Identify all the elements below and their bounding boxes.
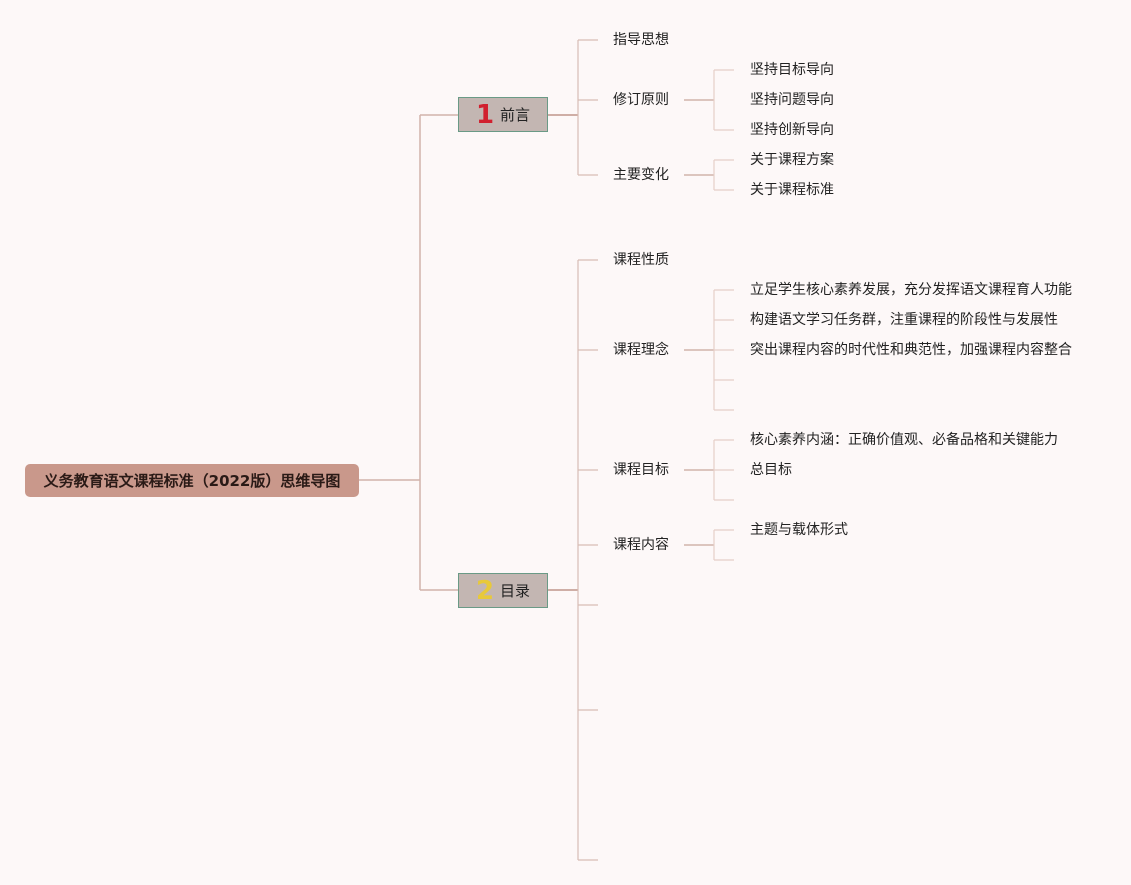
subtopic-core-literacy-development[interactable]: 立足学生核心素养发展，充分发挥语文课程育人功能 [750,282,1072,298]
subtopic-core-literacy-connotation[interactable]: 核心素养内涵：正确价值观、必备品格和关键能力 [750,432,1058,448]
topic-revision-principles[interactable]: 修订原则 [613,92,669,108]
subtopic-about-curriculum-plan[interactable]: 关于课程方案 [750,152,834,168]
branch-label-contents: 目录 [500,582,531,600]
branch-node-contents[interactable]: 2 目录 [458,573,548,608]
topic-curriculum-nature[interactable]: 课程性质 [613,252,669,268]
subtopic-content-integration[interactable]: 突出课程内容的时代性和典范性，加强课程内容整合 [750,342,1072,358]
subtopic-learning-task-groups[interactable]: 构建语文学习任务群，注重课程的阶段性与发展性 [750,312,1058,328]
subtopic-goal-oriented[interactable]: 坚持目标导向 [750,62,834,78]
branch-number-2: 2 [475,575,495,606]
topic-guiding-ideology[interactable]: 指导思想 [613,32,669,48]
subtopic-problem-oriented[interactable]: 坚持问题导向 [750,92,834,108]
topic-major-changes[interactable]: 主要变化 [613,167,669,183]
branch-node-preface[interactable]: 1 前言 [458,97,548,132]
subtopic-about-curriculum-standard[interactable]: 关于课程标准 [750,182,834,198]
branch-label-preface: 前言 [500,106,531,124]
root-node[interactable]: 义务教育语文课程标准（2022版）思维导图 [25,464,359,497]
subtopic-innovation-oriented[interactable]: 坚持创新导向 [750,122,834,138]
subtopic-themes-and-carriers[interactable]: 主题与载体形式 [750,522,848,538]
topic-curriculum-content[interactable]: 课程内容 [613,537,669,553]
subtopic-overall-goals[interactable]: 总目标 [750,462,792,478]
branch-number-1: 1 [475,99,495,130]
topic-curriculum-philosophy[interactable]: 课程理念 [613,342,669,358]
root-title: 义务教育语文课程标准（2022版）思维导图 [43,472,341,490]
topic-curriculum-goals[interactable]: 课程目标 [613,462,669,478]
